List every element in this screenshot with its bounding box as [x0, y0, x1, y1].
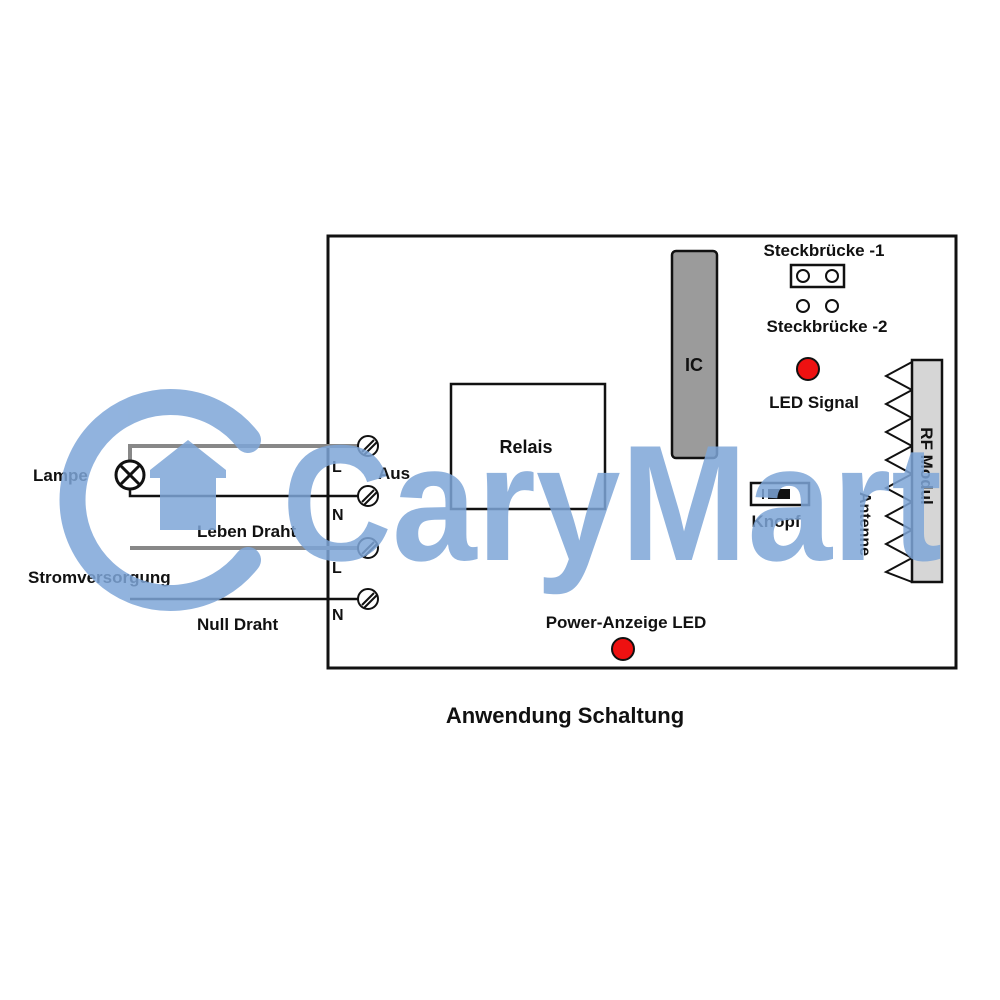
screw-terminal-2 — [357, 485, 379, 507]
screw-terminal-3 — [357, 537, 379, 559]
signal-led — [796, 357, 820, 381]
button-switch-slider — [768, 489, 790, 499]
lamp-wire-top — [128, 444, 362, 466]
button-label: Knopf — [751, 512, 800, 531]
ic-label: IC — [685, 355, 703, 375]
terminal-label-1: L — [332, 459, 342, 476]
jumper-1-pin-a — [796, 269, 810, 283]
live-wire-label: Leben Draht — [197, 522, 297, 541]
output-label: Aus — [378, 464, 410, 483]
rf-module — [910, 358, 944, 584]
jumper-1-pin-b — [825, 269, 839, 283]
lamp-symbol-cross-2 — [118, 463, 142, 487]
watermark-logo: CaryMart — [59, 389, 942, 611]
relay-box — [449, 382, 607, 511]
terminal-label-3: L — [332, 560, 342, 577]
jumper-2-pin-b — [825, 299, 839, 313]
watermark-text: CaryMart — [282, 411, 942, 595]
relay-label: Relais — [499, 437, 552, 457]
jumper-2-label: Steckbrücke -2 — [767, 317, 888, 336]
rf-module-label: RF Modul — [917, 427, 936, 504]
terminal-label-4: N — [332, 607, 344, 624]
button-switch — [749, 481, 811, 507]
screw-terminal-4 — [357, 588, 379, 610]
neutral-wire-label: Null Draht — [197, 615, 279, 634]
signal-led-label: LED Signal — [769, 393, 859, 412]
power-led-label: Power-Anzeige LED — [546, 613, 707, 632]
screw-terminal-1 — [357, 435, 379, 457]
ic-chip — [670, 249, 719, 460]
power-led — [611, 637, 635, 661]
antenna-label: Antenne — [856, 492, 873, 556]
jumper-2-pin-a — [796, 299, 810, 313]
controller-board — [326, 234, 958, 670]
terminal-label-2: N — [332, 507, 344, 524]
diagram-caption: Anwendung Schaltung — [446, 703, 684, 728]
jumper-1-label: Steckbrücke -1 — [764, 241, 885, 260]
jumper-1-cap — [789, 263, 846, 289]
watermark-swoosh-icon — [59, 389, 261, 611]
watermark-house-icon — [150, 440, 226, 530]
